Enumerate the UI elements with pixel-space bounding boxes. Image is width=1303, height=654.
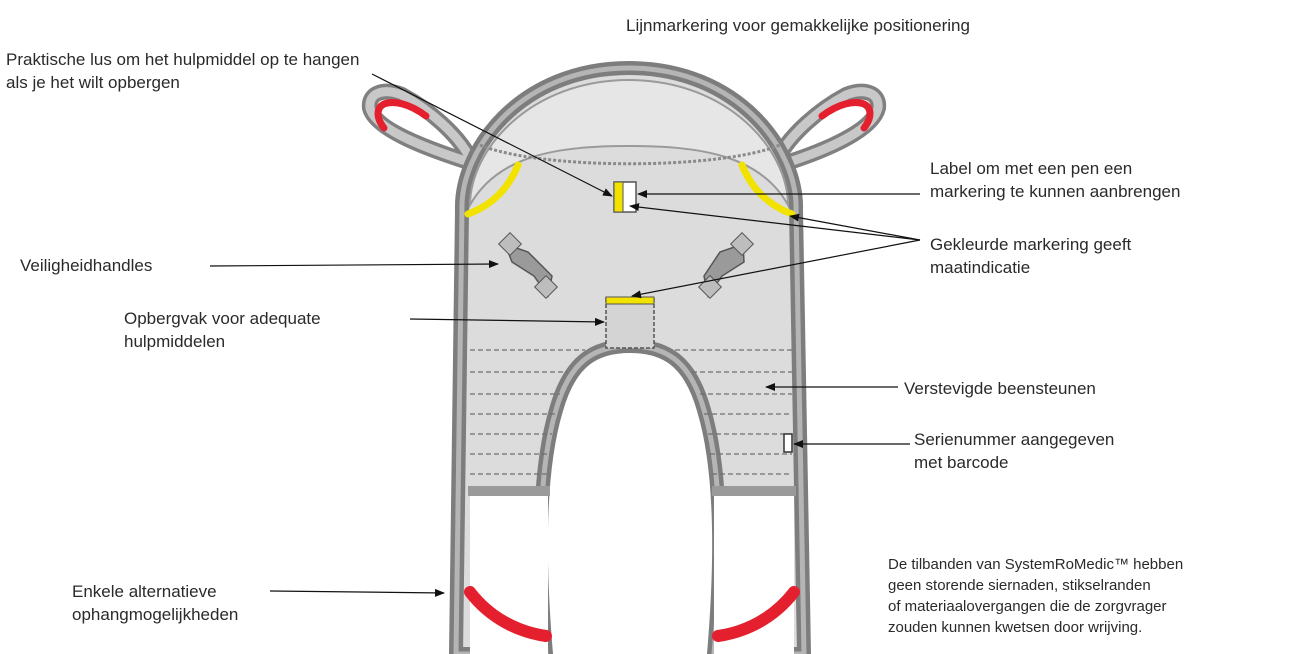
- label-hanging-loop-line2: als je het wilt opbergen: [6, 71, 359, 94]
- label-serial-number: Serienummer aangegeven met barcode: [914, 428, 1114, 474]
- product-note-line2: geen storende siernaden, stikselranden: [888, 575, 1183, 596]
- label-storage-pocket: Opbergvak voor adequate hulpmiddelen: [124, 307, 321, 353]
- label-storage-pocket-line1: Opbergvak voor adequate: [124, 307, 321, 330]
- label-pen-label: Label om met een pen een markering te ku…: [930, 157, 1180, 203]
- label-alt-suspension: Enkele alternatieve ophangmogelijkheden: [72, 580, 238, 626]
- label-pen-label-line2: markering te kunnen aanbrengen: [930, 180, 1180, 203]
- leg-support-band-right: [712, 486, 796, 496]
- label-line-marking: Lijnmarkering voor gemakkelijke position…: [626, 14, 970, 37]
- label-storage-pocket-line2: hulpmiddelen: [124, 330, 321, 353]
- label-reinforced-leg-supports: Verstevigde beensteunen: [904, 377, 1096, 400]
- product-note-line3: of materiaalovergangen die de zorgvrager: [888, 596, 1183, 617]
- product-note-line1: De tilbanden van SystemRoMedic™ hebben: [888, 554, 1183, 575]
- serial-barcode: [784, 434, 792, 452]
- label-hanging-loop: Praktische lus om het hulpmiddel op te h…: [6, 48, 359, 94]
- product-note-line4: zouden kunnen kwetsen door wrijving.: [888, 617, 1183, 638]
- right-shoulder-strap: [778, 92, 878, 165]
- leg-support-band-left: [468, 486, 550, 496]
- product-note: De tilbanden van SystemRoMedic™ hebben g…: [888, 554, 1183, 638]
- label-hanging-loop-line1: Praktische lus om het hulpmiddel op te h…: [6, 48, 359, 71]
- label-serial-number-line2: met barcode: [914, 451, 1114, 474]
- label-safety-handles: Veiligheidhandles: [20, 254, 152, 277]
- label-serial-number-line1: Serienummer aangegeven: [914, 428, 1114, 451]
- label-alt-suspension-line1: Enkele alternatieve: [72, 580, 238, 603]
- label-color-marking: Gekleurde markering geeft maatindicatie: [930, 233, 1131, 279]
- label-alt-suspension-line2: ophangmogelijkheden: [72, 603, 238, 626]
- pen-label: [614, 182, 636, 212]
- label-color-marking-line2: maatindicatie: [930, 256, 1131, 279]
- label-color-marking-line1: Gekleurde markering geeft: [930, 233, 1131, 256]
- storage-pocket: [606, 297, 654, 348]
- label-pen-label-line1: Label om met een pen een: [930, 157, 1180, 180]
- left-shoulder-strap: [370, 92, 478, 165]
